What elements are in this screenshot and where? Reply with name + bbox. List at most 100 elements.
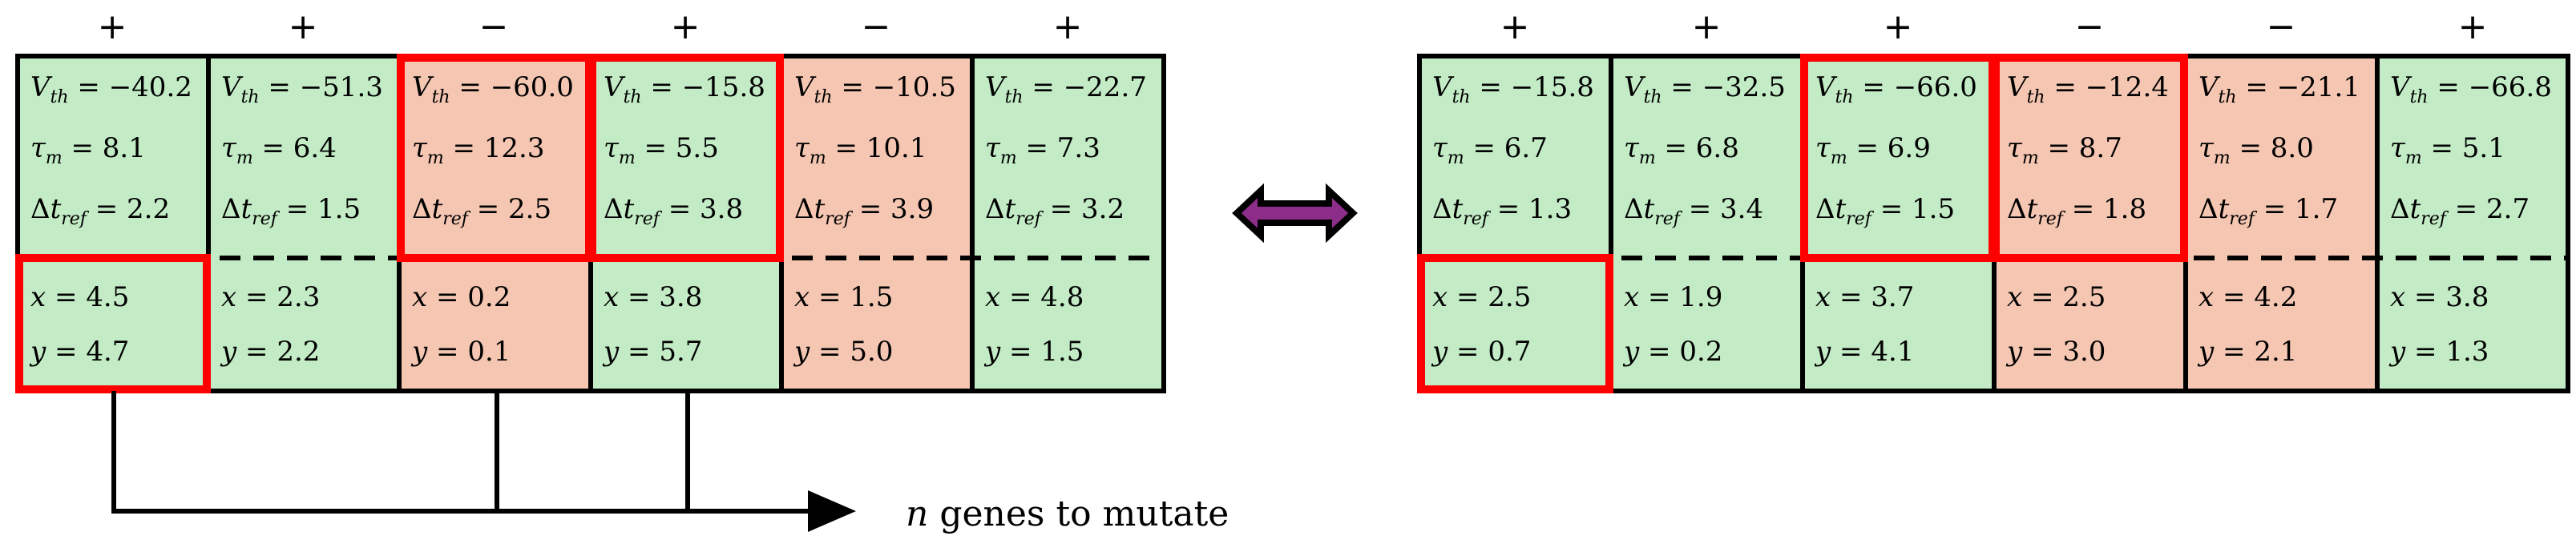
neuron-sign: + [2458,6,2488,47]
tau-m-label: τm = 7.3 [985,132,1100,168]
y-label: y = 4.1 [1814,336,1914,368]
x-value: 3.7 [1871,281,1914,313]
mutation-connector [111,391,810,514]
n-symbol: n [906,494,928,534]
neuron-sign: − [2075,6,2105,47]
tau-m-label: τm = 6.8 [1624,132,1739,168]
dt-ref-value: 1.5 [1912,193,1955,225]
v-th-value: −32.5 [1702,71,1786,103]
dt-ref-value: 2.5 [508,193,551,225]
v-th-label: Vth = −66.8 [2390,71,2552,107]
v-th-label: Vth = −15.8 [604,71,765,107]
y-label: y = 5.0 [793,336,893,368]
neuron-cell [1611,56,1803,391]
x-label: x = 1.9 [1624,281,1722,313]
mutation-highlights [15,54,784,393]
x-label: x = 2.5 [2007,281,2106,313]
v-th-label: Vth = −22.7 [985,71,1147,107]
neuron-cell [18,56,208,391]
neuron-params: Vth = −32.5 τm = 6.8 Δtref = 3.4 x = 1.9… [1622,71,1786,368]
neuron-sign: − [479,6,509,47]
tau-m-value: 6.7 [1504,132,1548,164]
x-value: 1.9 [1679,281,1722,313]
y-value: 0.7 [1488,336,1531,368]
x-label: x = 3.7 [1815,281,1914,313]
x-label: x = 2.3 [221,281,320,313]
tau-m-label: τm = 5.5 [604,132,719,168]
y-value: 5.0 [850,336,893,368]
v-th-label: Vth = −66.0 [1815,71,1977,107]
neuron-cell [1994,56,2186,391]
mutated-gene-highlight [1992,54,2188,262]
v-th-label: Vth = −51.3 [221,71,383,107]
tau-m-label: τm = 6.9 [1815,132,1931,168]
mutated-gene-highlight [1417,254,1613,393]
neuron-cell [1803,56,1994,391]
dt-ref-label: Δtref = 1.7 [2198,193,2338,229]
mutated-gene-highlight [15,254,211,393]
tau-m-label: τm = 8.1 [30,132,146,168]
x-value: 0.2 [467,281,511,313]
y-label: y = 0.7 [1431,336,1531,368]
y-label: y = 0.2 [1622,336,1722,368]
v-th-label: Vth = −60.0 [412,71,574,107]
tau-m-value: 7.3 [1057,132,1100,164]
neuron-sign: + [671,6,701,47]
y-label: y = 4.7 [29,336,129,368]
y-value: 1.3 [2445,336,2489,368]
tau-m-label: τm = 10.1 [794,132,927,168]
neuron-sign: + [1500,6,1530,47]
tau-m-value: 6.4 [293,132,337,164]
dt-ref-label: Δtref = 3.8 [604,193,743,229]
neuron-params: Vth = −12.4 τm = 8.7 Δtref = 1.8 x = 2.5… [2005,71,2169,368]
neuron-sign: − [2267,6,2296,47]
v-th-value: −66.8 [2469,71,2552,103]
v-th-value: −60.0 [491,71,574,103]
neuron-cell [208,56,399,391]
neuron-sign: + [1884,6,1913,47]
neuron-params: Vth = −51.3 τm = 6.4 Δtref = 1.5 x = 2.3… [220,71,383,368]
tau-m-value: 8.0 [2271,132,2314,164]
neuron-params: Vth = −10.5 τm = 10.1 Δtref = 3.9 x = 1.… [793,71,956,368]
tau-m-label: τm = 6.4 [221,132,337,168]
tau-m-value: 8.7 [2079,132,2122,164]
dt-ref-label: Δtref = 1.8 [2007,193,2146,229]
dt-ref-label: Δtref = 1.3 [1432,193,1572,229]
y-label: y = 2.2 [220,336,320,368]
individual-left: + + − + − + Vth = −40.2 τm = 8.1 Δtref =… [15,6,1229,534]
v-th-label: Vth = −10.5 [794,71,956,107]
dt-ref-label: Δtref = 1.5 [1815,193,1955,229]
y-label: y = 1.3 [2388,336,2489,368]
v-th-label: Vth = −40.2 [30,71,192,107]
tau-m-value: 6.8 [1696,132,1739,164]
neuron-sign: + [98,6,127,47]
tau-m-value: 10.1 [866,132,927,164]
neuron-params: Vth = −40.2 τm = 8.1 Δtref = 2.2 x = 4.5… [29,71,192,368]
dt-ref-value: 2.2 [127,193,170,225]
neuron-cell [972,56,1164,391]
tau-m-value: 5.1 [2462,132,2505,164]
dt-ref-label: Δtref = 3.9 [794,193,934,229]
tau-m-value: 8.1 [103,132,146,164]
x-value: 4.8 [1040,281,1084,313]
dt-ref-value: 3.4 [1720,193,1763,225]
x-label: x = 3.8 [604,281,702,313]
x-label: x = 2.5 [1432,281,1531,313]
mutation-highlights [1417,54,2188,393]
neuron-params: Vth = −60.0 τm = 12.3 Δtref = 2.5 x = 0.… [410,71,574,368]
mutation-label: n genes to mutate [906,494,1229,534]
dt-ref-label: Δtref = 1.5 [221,193,361,229]
neuron-cell [591,56,781,391]
dt-ref-value: 1.8 [2103,193,2146,225]
x-label: x = 4.8 [985,281,1084,313]
y-label: y = 1.5 [983,336,1084,368]
x-value: 4.5 [86,281,129,313]
v-th-value: −15.8 [682,71,765,103]
dt-ref-value: 3.9 [890,193,934,225]
y-value: 3.0 [2062,336,2106,368]
x-value: 2.5 [2062,281,2106,313]
y-label: y = 0.1 [410,336,511,368]
tau-m-label: τm = 12.3 [412,132,545,168]
neuron-params: Vth = −66.8 τm = 5.1 Δtref = 2.7 x = 3.8… [2388,71,2552,368]
neuron-cell [399,56,591,391]
